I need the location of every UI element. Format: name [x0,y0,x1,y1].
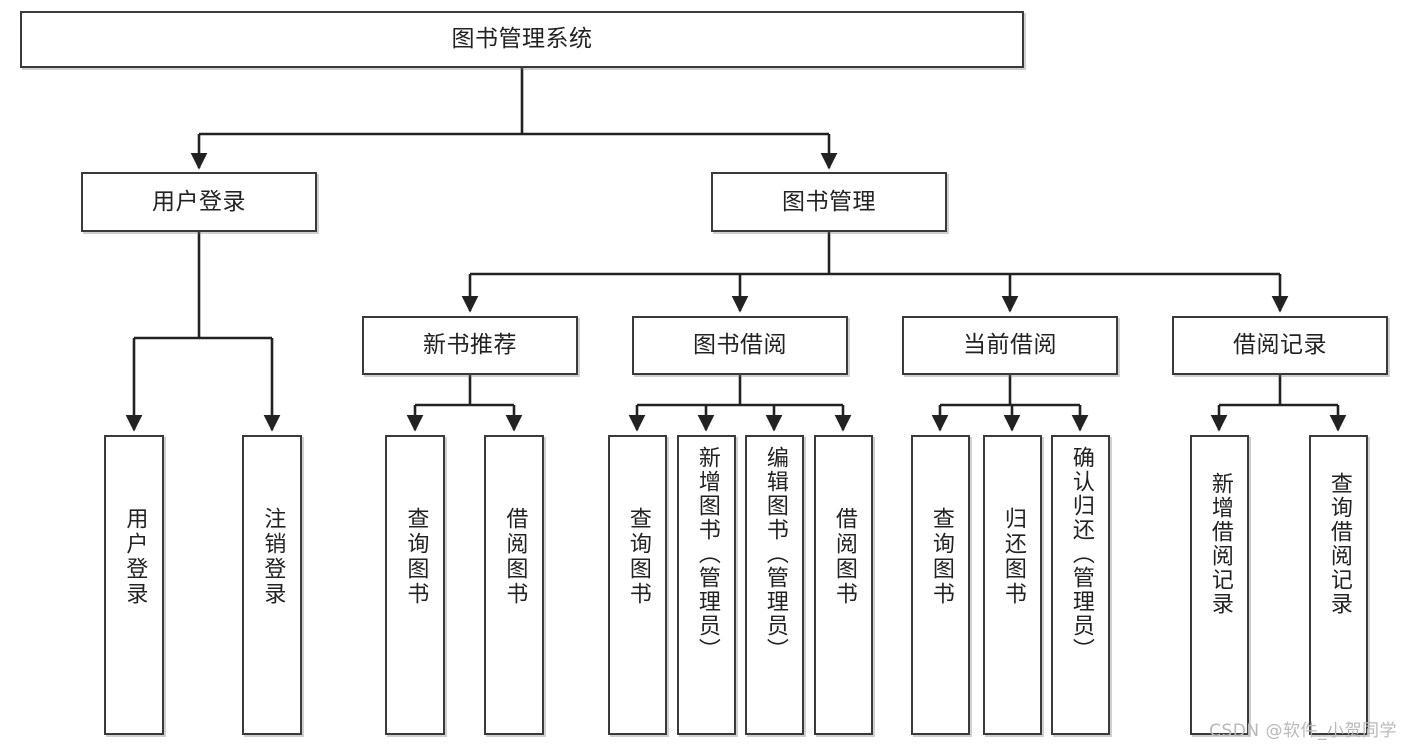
node-leaf-user-login[interactable]: 用户登录 [104,435,164,735]
node-book-manage-label: 图书管理 [782,188,876,215]
node-leaf-logout[interactable]: 注销登录 [242,435,302,735]
node-leaf-query-book-current[interactable]: 查询图书 [911,435,970,735]
node-leaf-edit-book-admin-label: 编辑图书（管理员） [762,446,788,662]
node-leaf-borrow-book-recommend-label: 借阅图书 [502,507,528,607]
node-root[interactable]: 图书管理系统 [20,11,1024,68]
node-leaf-borrow-book-recommend[interactable]: 借阅图书 [484,435,544,735]
node-leaf-query-book-current-label: 查询图书 [928,507,954,607]
node-current-borrow-label: 当前借阅 [963,332,1057,359]
node-leaf-add-book-admin[interactable]: 新增图书（管理员） [677,435,736,735]
node-leaf-query-book-recommend[interactable]: 查询图书 [385,435,445,735]
node-new-book-recommend[interactable]: 新书推荐 [362,316,578,375]
node-leaf-borrow-book-label: 借阅图书 [831,507,857,607]
node-book-borrow[interactable]: 图书借阅 [632,316,848,375]
node-leaf-query-book-label: 查询图书 [625,507,651,607]
node-current-borrow[interactable]: 当前借阅 [902,316,1118,375]
node-user-login[interactable]: 用户登录 [81,172,317,232]
node-leaf-user-login-label: 用户登录 [122,507,148,607]
csdn-watermark: CSDN @软件_小贺同学 [1209,721,1397,741]
node-leaf-borrow-book[interactable]: 借阅图书 [814,435,873,735]
node-new-book-recommend-label: 新书推荐 [423,332,517,359]
node-borrow-record-label: 借阅记录 [1233,332,1327,359]
node-leaf-logout-label: 注销登录 [260,507,286,607]
node-book-manage[interactable]: 图书管理 [711,172,947,232]
node-leaf-query-borrow-record-label: 查询借阅记录 [1326,472,1352,616]
node-leaf-edit-book-admin[interactable]: 编辑图书（管理员） [745,435,804,735]
node-leaf-query-book[interactable]: 查询图书 [608,435,667,735]
node-leaf-query-borrow-record[interactable]: 查询借阅记录 [1309,435,1368,735]
node-borrow-record[interactable]: 借阅记录 [1172,316,1388,375]
node-leaf-confirm-return-admin-label: 确认归还（管理员） [1068,446,1094,662]
node-leaf-add-book-admin-label: 新增图书（管理员） [694,446,720,662]
node-leaf-query-book-recommend-label: 查询图书 [403,507,429,607]
node-root-label: 图书管理系统 [451,26,593,53]
node-leaf-confirm-return-admin[interactable]: 确认归还（管理员） [1051,435,1110,735]
node-leaf-add-borrow-record[interactable]: 新增借阅记录 [1190,435,1249,735]
node-user-login-label: 用户登录 [152,188,246,215]
node-book-borrow-label: 图书借阅 [693,332,787,359]
node-leaf-return-book[interactable]: 归还图书 [983,435,1042,735]
node-leaf-add-borrow-record-label: 新增借阅记录 [1207,472,1233,616]
node-leaf-return-book-label: 归还图书 [1000,507,1026,607]
